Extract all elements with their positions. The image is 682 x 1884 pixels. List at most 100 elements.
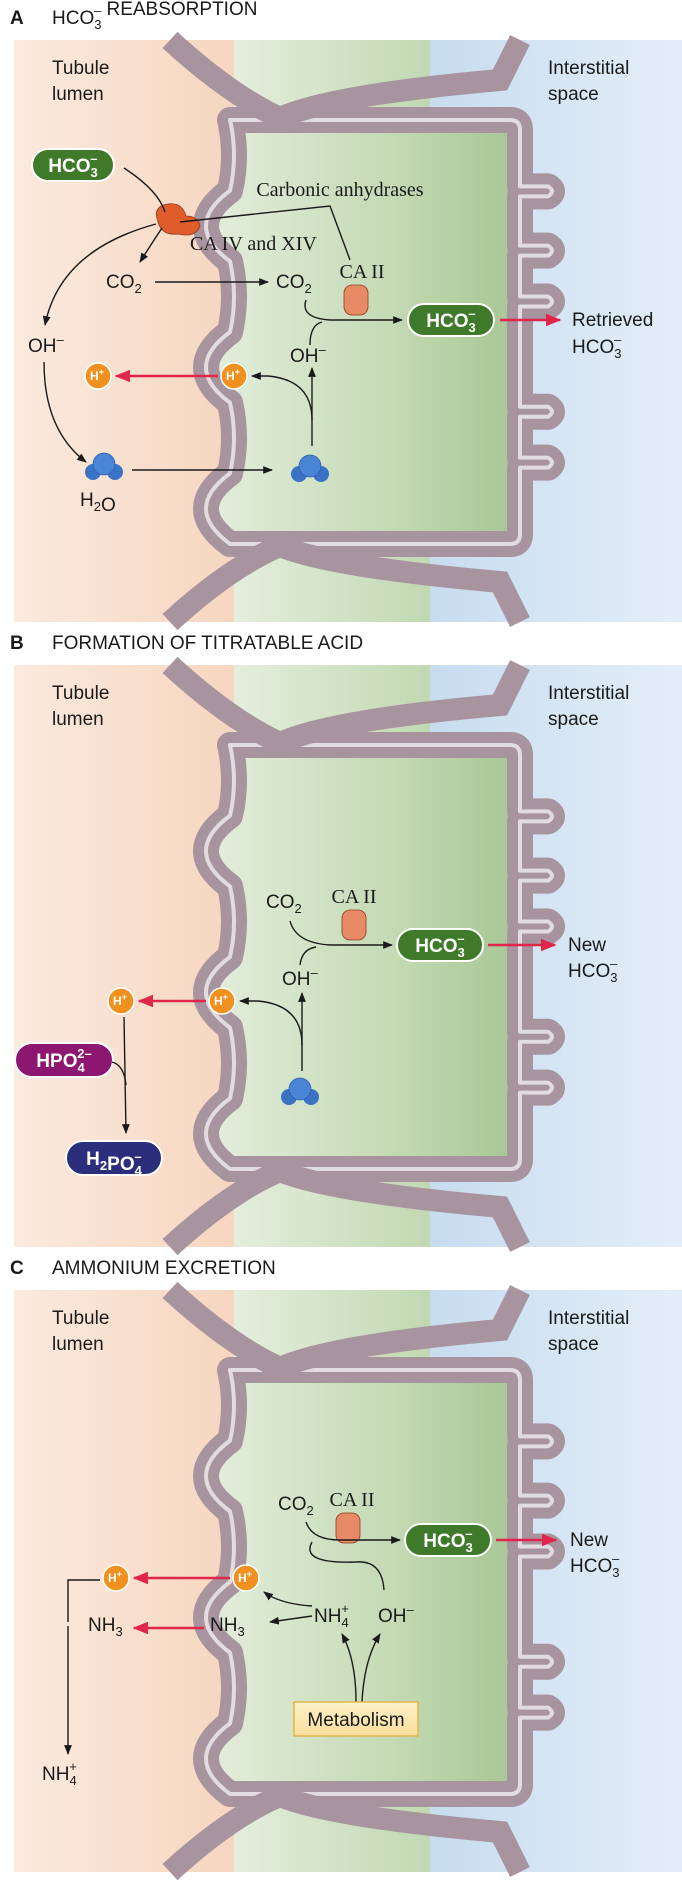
cell-membrane <box>193 732 565 1182</box>
interstitial-label-line1: Interstitial <box>548 1308 629 1329</box>
cell-hco3-pill: HCO3– <box>404 1523 492 1557</box>
lumen-proton-shape <box>84 362 112 390</box>
panel-b: B FORMATION OF TITRATABLE ACID Tubule lumen… <box>10 633 682 1256</box>
lumen-label-line2: lumen <box>52 709 104 730</box>
h2po4-pill-shape <box>65 1140 163 1176</box>
metabolism-box-shape <box>293 1701 419 1737</box>
panel-b-title: FORMATION OF TITRATABLE ACID <box>52 633 363 654</box>
ca-ii-enzyme <box>343 284 369 316</box>
cell-co2: CO2 <box>276 272 312 296</box>
cell-membrane-inner <box>204 1368 554 1796</box>
lumen-proton-shape <box>107 987 135 1015</box>
cell-proton: H+ <box>232 1564 260 1592</box>
h2po4-pill-label: H2PO4– <box>86 1149 142 1178</box>
lumen-oh: OH– <box>28 332 65 357</box>
lumen-hco3-pill-label: HCO3– <box>48 151 97 180</box>
ca-ii-enzyme <box>335 1512 361 1544</box>
lumen-label-line1: Tubule <box>52 58 109 79</box>
lumen-hco3-pill: HCO3– <box>31 148 115 182</box>
cell-proton-shape <box>208 987 236 1015</box>
new-hco3: HCO3– <box>568 956 618 985</box>
cell-oh: OH– <box>282 965 319 990</box>
neighbour-membrane-top <box>162 656 530 756</box>
ca-iv-xiv-label: CA IV and XIV <box>190 233 317 255</box>
water-to-proton-arrow <box>239 997 303 1046</box>
retrieved-hco3: HCO3– <box>572 332 622 361</box>
oh-to-hco3-line <box>299 946 317 966</box>
cell-hco3-pill: HCO3– <box>407 303 495 337</box>
cell-nh3: NH3 <box>210 1615 245 1639</box>
cell-proton-shape <box>220 362 248 390</box>
lumen-proton-label: H+ <box>108 1569 122 1585</box>
oh-to-hco3-line <box>309 321 323 346</box>
neighbour-membrane-bottom <box>162 1784 530 1881</box>
lumen-nh4: NH4+ <box>42 1759 77 1788</box>
enzyme-to-oh-arrow <box>42 223 157 326</box>
cell-co2: CO2 <box>266 892 302 916</box>
metabolism-label: Metabolism <box>307 1710 404 1731</box>
lumen-co2: CO2 <box>106 272 142 296</box>
retrieved-label: Retrieved <box>572 310 653 331</box>
ca-pointer-line <box>179 205 351 261</box>
neighbour-membrane-bottom <box>162 1159 530 1256</box>
interstitial-label-line2: space <box>548 84 599 105</box>
cell-proton: H+ <box>208 987 236 1015</box>
lumen-label-line2: lumen <box>52 1334 104 1355</box>
lumen-h2o: H2O <box>80 490 116 516</box>
panel-a-title: HCO3– REABSORPTION <box>52 0 257 32</box>
hpo4-pill-label: HPO42– <box>36 1046 91 1075</box>
lumen-label-line1: Tubule <box>52 683 109 704</box>
cell-hco3-pill-shape <box>404 1523 492 1557</box>
ca-iv-xiv-enzyme <box>155 203 201 236</box>
lumen-hco3-pill-shape <box>31 148 115 182</box>
ca-ii-enzyme <box>341 909 367 941</box>
cell-proton-shape <box>232 1564 260 1592</box>
lumen-proton: H+ <box>107 987 135 1015</box>
lumen-proton: H+ <box>102 1564 130 1592</box>
lumen-label-line2: lumen <box>52 84 104 105</box>
cell-membrane-inner <box>204 118 554 546</box>
co2-to-hco3-arrow <box>304 299 403 324</box>
lumen-proton-shape <box>102 1564 130 1592</box>
neighbour-membrane-top <box>162 31 530 131</box>
proton-join-line <box>67 1579 100 1622</box>
hpo4-pill-shape <box>14 1042 114 1078</box>
cell-hco3-pill-label: HCO3– <box>415 931 464 960</box>
cell-hco3-pill: HCO3– <box>396 928 484 962</box>
interstitial-label-line1: Interstitial <box>548 58 629 79</box>
panel-b-letter: B <box>10 633 24 654</box>
cell-oh: OH– <box>290 342 327 367</box>
lumen-label-line1: Tubule <box>52 1308 109 1329</box>
interstitial-label-line2: space <box>548 1334 599 1355</box>
new-hco3: HCO3– <box>570 1551 620 1580</box>
ca-ii-label: CA II <box>330 1489 375 1511</box>
co2-to-hco3-arrow <box>305 1521 401 1544</box>
cell-hco3-pill-label: HCO3– <box>423 1526 472 1555</box>
neighbour-membrane-top <box>162 1281 530 1381</box>
new-label: New <box>568 935 606 956</box>
lumen-region <box>14 40 234 622</box>
cell-proton-label: H+ <box>214 992 228 1008</box>
oh-loop-line <box>309 1541 385 1591</box>
cell-proton-label: H+ <box>226 367 240 383</box>
nh4-to-proton-arrow <box>263 1591 313 1607</box>
interstitial-label-line1: Interstitial <box>548 683 629 704</box>
proton-to-h2po4-arrow <box>121 1016 130 1134</box>
water-to-proton-arrow <box>251 372 313 421</box>
lumen-proton: H+ <box>84 362 112 390</box>
lumen-proton-label: H+ <box>113 992 127 1008</box>
cell-proton: H+ <box>220 362 248 390</box>
nh4-to-nh3-arrow <box>269 1615 313 1625</box>
h2po4-pill: H2PO4– <box>65 1140 163 1178</box>
cell-membrane-inner <box>204 743 554 1171</box>
hco3-to-enzyme-line <box>123 167 166 213</box>
neighbour-membrane-bottom <box>162 534 530 631</box>
cell-oh: OH– <box>378 1602 415 1627</box>
cell-hco3-pill-shape <box>396 928 484 962</box>
cell-co2: CO2 <box>278 1494 314 1518</box>
metabolism-to-nh4-arrow <box>341 1633 357 1703</box>
hpo4-pill: HPO42– <box>14 1042 114 1078</box>
